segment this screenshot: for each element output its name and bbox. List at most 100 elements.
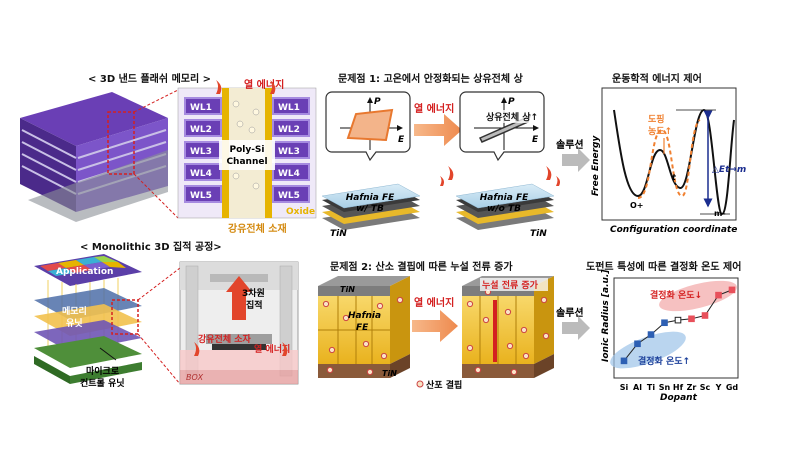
axis-p-label: P [374,97,381,107]
delta-e-label: △Et→m [712,165,746,175]
x-tick-label: Si [620,383,629,392]
hafnia-box-1: TiN Hafnia FE TiN [318,276,410,378]
tin-bottom-label: TiN [382,369,397,378]
tin-top-label: TiN [340,285,355,294]
integ-line2: 집적 [246,299,263,311]
integ-line1: 3차원 [242,287,265,299]
stack1-line1: Hafnia FE [346,193,395,203]
x-tick-label: Hf [673,383,684,392]
tin-label: TiN [530,229,547,239]
memory-line1: 메모리 [62,305,87,317]
monolithic-stack: Application 메모리 유닛 마이크로 컨트롤 유닛 [34,254,181,389]
speech-bubble [459,91,545,162]
doping-line1: 도핑 [648,113,665,125]
leakage-label: 누설 전류 증가 [482,279,539,291]
energy-diagram: △Et→m 도핑 농도↑ O+ t m- Free Energy Configu… [591,87,746,235]
heat-label: 열 에너지 [244,78,284,91]
phase-m-label: m- [714,209,726,218]
wl-label: WL4 [278,169,300,179]
x-tick-label: Zr [687,383,697,392]
channel-label-1: Poly-Si [229,145,264,155]
zoom-box [111,299,139,335]
box-label: BOX [186,373,204,382]
hafnia-line2: FE [356,323,369,333]
heat-label-3: 열 에너지 [254,343,290,355]
problem1-panel: P E 열 에너지 P E 상유전체 상↑ Hafnia FE w/ TB Ti… [321,91,560,239]
stack2-line1: Hafnia FE [480,193,529,203]
micro-line1: 마이크로 [86,365,120,377]
flame-icon [216,80,276,94]
flame-icon [194,342,288,356]
heat-label-4: 열 에너지 [414,296,454,309]
paraelectric-label: 상유전체 상↑ [486,111,538,123]
data-point [661,319,668,327]
application-label: Application [56,267,113,277]
data-point [647,331,655,338]
solution-arrow-bottom: 솔루션 [556,306,590,340]
high-temp-region [659,280,737,312]
chart-ylabel: Ionic Radius [a.u.] [601,269,611,362]
x-tick-label: Sn [659,383,671,392]
wl-label: WL5 [190,191,212,201]
leakage-path [493,300,497,362]
data-point [715,291,722,299]
kinetic-title: 운동학적 에너지 제어 [612,74,702,85]
solution-arrow-top: 솔루션 [556,138,590,172]
stack-without-tb: Hafnia FE w/o TB TiN [455,183,555,239]
wl-cell [184,97,222,115]
solution-label: 솔루션 [556,138,584,151]
micro-line2: 컨트롤 유닛 [80,377,125,389]
data-point [701,312,709,319]
cryst-up-label: 결정화 온도↑ [638,355,690,367]
energy-xlabel: Configuration coordinate [610,225,737,235]
wl-label: WL2 [278,125,300,135]
data-point [620,357,628,365]
nand-3d-block [20,70,179,222]
zoom-box [107,111,135,175]
transition-arrow [414,114,462,146]
heat-label-2: 열 에너지 [414,102,454,115]
ferro-device-label: 강유전체 소재 [228,222,287,235]
application-grid [40,256,126,276]
memory-line2: 유닛 [66,317,83,329]
wl-label: WL3 [190,147,212,157]
axis-e-label: E [398,135,405,145]
phase-o-label: O+ [630,201,644,210]
up-arrow-icon [226,276,252,320]
oxide-label: Oxide [286,207,315,217]
problem2-panel: TiN Hafnia FE TiN 열 에너지 누설 [318,276,554,391]
wl-label: WL2 [190,125,212,135]
x-tick-label: Ti [647,383,655,392]
wl-cell [272,185,310,203]
x-tick-label: Sc [700,383,711,392]
cryst-down-label: 결정화 온도↓ [650,289,702,301]
hafnia-box-2: 누설 전류 증가 [462,276,554,378]
wl-label: WL3 [278,147,300,157]
mono-title: < Monolithic 3D 집적 공정> [80,242,222,253]
stack-with-tb: Hafnia FE w/ TB TiN [321,183,421,239]
axis-e-label: E [532,135,539,145]
problem2-title: 문제점 2: 산소 결핍에 따른 누설 전류 증가 [330,262,513,273]
problem1-title: 문제점 1: 고온에서 안정화되는 상유전체 상 [338,74,523,85]
wl-cell [272,163,310,181]
wl-cross-section: WL1 WL2 WL3 WL4 WL5 WL1 WL2 WL3 WL4 WL5 … [177,78,317,235]
x-tick-label: Gd [726,383,739,392]
hafnia-line1: Hafnia [348,311,381,321]
wl-cell [272,119,310,137]
wl-label: WL5 [278,191,300,201]
wl-cell [184,185,222,203]
transition-arrow [412,310,458,342]
axis-p-label: P [508,97,515,107]
flame-icon [440,166,560,186]
integration-cross-section: 3차원 집적 강유전체 소자 열 에너지 BOX [179,261,299,385]
phase-t-label: t [672,173,677,182]
stack1-line2: w/ TB [356,204,384,214]
energy-ylabel: Free Energy [591,135,601,196]
solution-label-2: 솔루션 [556,306,584,319]
ferro-device-label-2: 강유전체 소자 [198,333,252,345]
dopant-chart: 결정화 온도↓ 결정화 온도↑ Ionic Radius [a.u.] Dopa… [601,269,739,403]
data-point [634,340,641,348]
channel-label-2: Channel [226,157,267,167]
wl-label: WL1 [278,103,300,113]
